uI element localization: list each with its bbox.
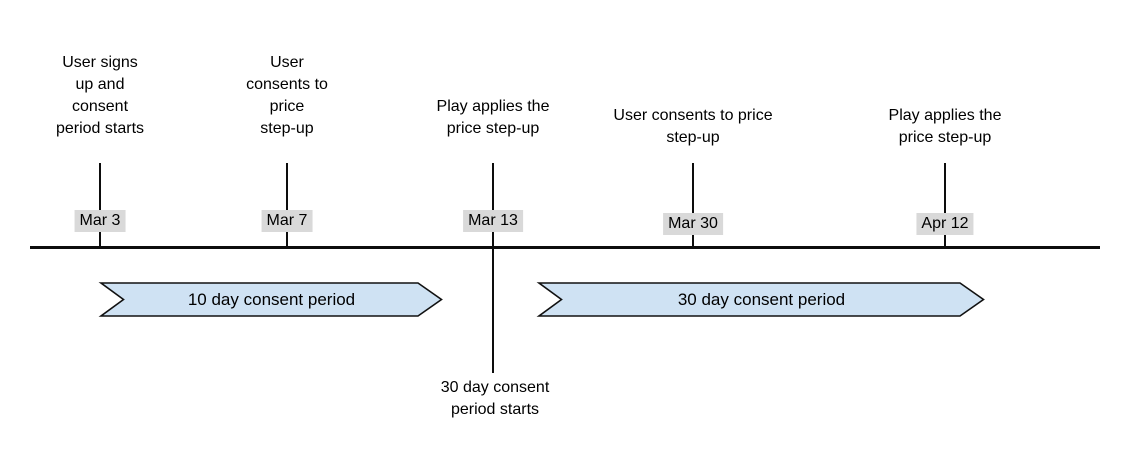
event-date-label: Mar 3: [74, 210, 126, 232]
chevron-ribbon-polygon: [98, 282, 443, 317]
event-tick-line-extended: [492, 163, 494, 373]
event-description: Play applies the price step-up: [888, 107, 1002, 146]
consent-period-banner-10-day: 10 day consent period: [98, 282, 443, 317]
event-date-label: Mar 13: [463, 210, 523, 232]
chevron-ribbon-polygon: [536, 282, 985, 317]
banner-label: 30 day consent period: [677, 290, 846, 309]
below-axis-note: 30 day consent period starts: [440, 379, 550, 418]
event-tick-line: [944, 163, 946, 248]
chevron-ribbon-shape: [536, 282, 985, 317]
event-description: User consents to price step-up: [613, 107, 773, 146]
banner-label: 10 day consent period: [187, 290, 356, 309]
timeline-axis-line: [30, 246, 1100, 249]
event-description: Play applies the price step-up: [436, 98, 550, 137]
event-tick-line: [286, 163, 288, 248]
event-date-label: Mar 7: [261, 210, 313, 232]
event-tick-line: [99, 163, 101, 248]
event-date-label: Apr 12: [916, 213, 974, 235]
consent-period-banner-30-day: 30 day consent period: [536, 282, 985, 317]
event-tick-line: [692, 163, 694, 248]
event-description: User signs up and consent period starts: [55, 54, 145, 137]
chevron-ribbon-shape: [98, 282, 443, 317]
event-date-label: Mar 30: [663, 213, 723, 235]
event-description: User consents to price step-up: [246, 54, 328, 137]
